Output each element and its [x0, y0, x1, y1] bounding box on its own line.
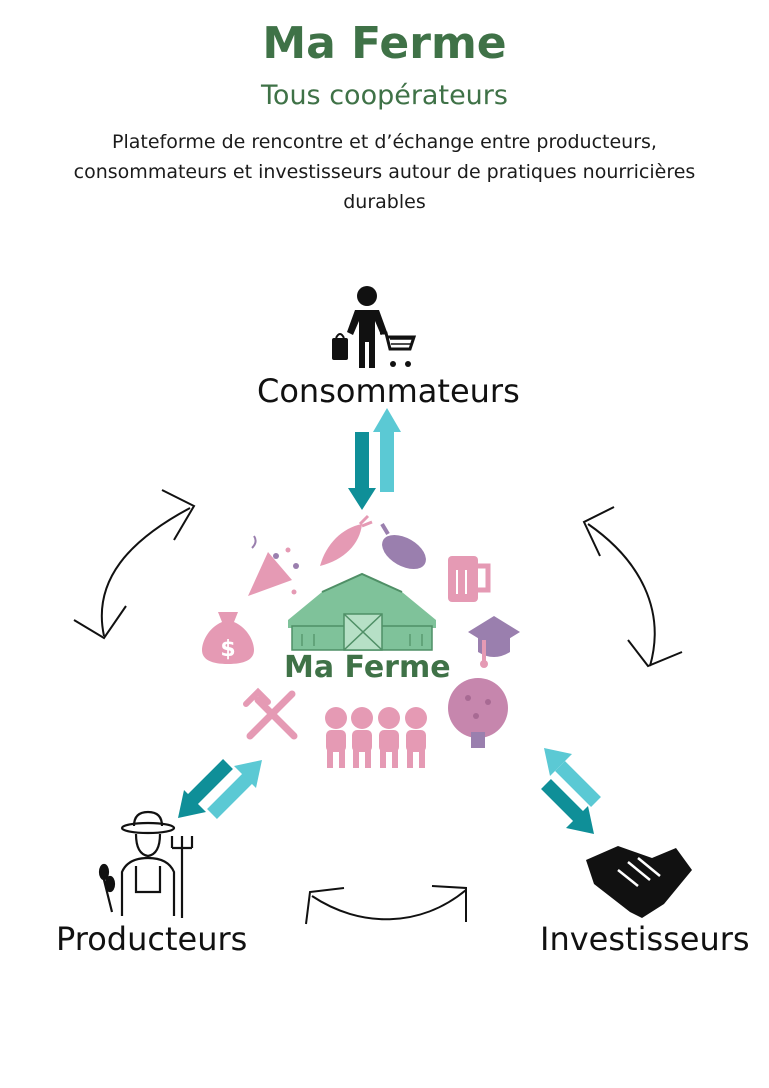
arrow-down-to-center — [348, 432, 376, 510]
eggplant-icon — [380, 522, 426, 570]
page-subtitle: Tous coopérateurs — [261, 80, 508, 111]
arrow-to-producers — [178, 759, 233, 818]
tree-icon — [448, 678, 508, 748]
page-title: Ma Ferme — [262, 18, 507, 69]
tools-icon — [243, 687, 298, 740]
farmer-icon — [98, 810, 194, 918]
svg-text:$: $ — [220, 637, 235, 662]
handshake-icon — [586, 846, 692, 918]
page-description: Plateforme de rencontre et d’échange ent… — [73, 131, 696, 213]
money-bag-icon: $ — [202, 612, 254, 664]
party-popper-icon — [248, 535, 299, 596]
node-investors-label: Investisseurs — [540, 920, 750, 958]
curved-arrow-bottom — [305, 885, 467, 925]
node-consumers-label: Consommateurs — [257, 372, 520, 410]
carrot-icon — [320, 514, 373, 566]
barn-icon — [288, 572, 436, 651]
arrow-to-investors — [541, 779, 594, 834]
arrow-up-to-consumers — [373, 408, 401, 492]
node-producers-label: Producteurs — [56, 920, 248, 958]
beer-mug-icon — [448, 556, 491, 602]
arrow-to-center-from-producers — [207, 760, 262, 819]
arrow-to-center-from-investors — [544, 748, 601, 807]
shopper-cart-icon — [332, 286, 417, 368]
curved-arrow-right — [582, 506, 683, 668]
curved-arrow-left — [73, 489, 196, 640]
people-group-icon — [325, 707, 427, 768]
graduation-cap-icon — [468, 616, 520, 668]
center-label: Ma Ferme — [284, 650, 451, 685]
